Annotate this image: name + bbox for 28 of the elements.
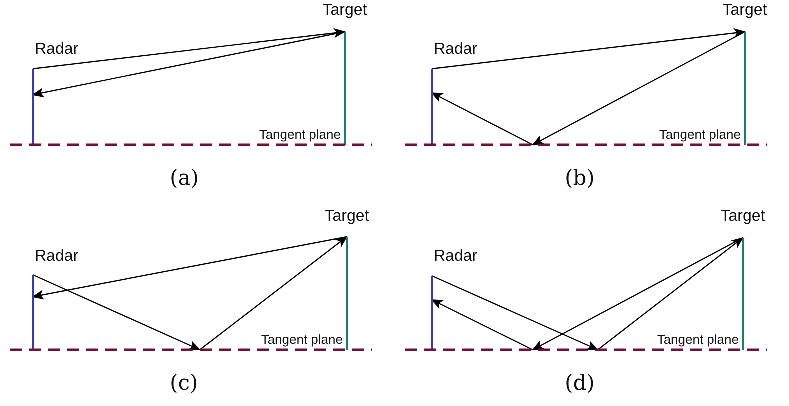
radar-label: Radar	[35, 42, 79, 58]
ray-arrow	[32, 274, 201, 351]
ray-arrow	[32, 31, 346, 98]
ray-arrow	[432, 275, 599, 351]
ray-arrow	[200, 236, 348, 350]
plane-label: Tangent plane	[659, 128, 741, 141]
target-label: Target	[324, 209, 370, 225]
plane-label: Tangent plane	[657, 333, 739, 346]
ray-arrow	[431, 299, 534, 351]
target-label: Target	[720, 209, 766, 225]
panel-caption: (a)	[170, 168, 199, 189]
panel-caption: (b)	[565, 168, 595, 189]
plane-label: Tangent plane	[261, 333, 343, 346]
ray-arrow	[532, 31, 746, 146]
target-label: Target	[322, 3, 368, 19]
ray-arrow	[32, 236, 348, 300]
ray-arrow	[32, 28, 346, 70]
plane-label: Tangent plane	[259, 128, 341, 141]
ray-arrow	[431, 92, 534, 146]
radar-label: Radar	[434, 249, 478, 265]
radar-label: Radar	[434, 42, 478, 58]
ray-arrow	[432, 28, 746, 70]
ray-arrow	[532, 237, 744, 351]
radar-label: Radar	[35, 249, 79, 265]
panel-caption: (c)	[170, 373, 198, 394]
panel-caption: (d)	[565, 373, 595, 394]
ray-arrow	[598, 237, 744, 350]
target-label: Target	[722, 3, 768, 19]
